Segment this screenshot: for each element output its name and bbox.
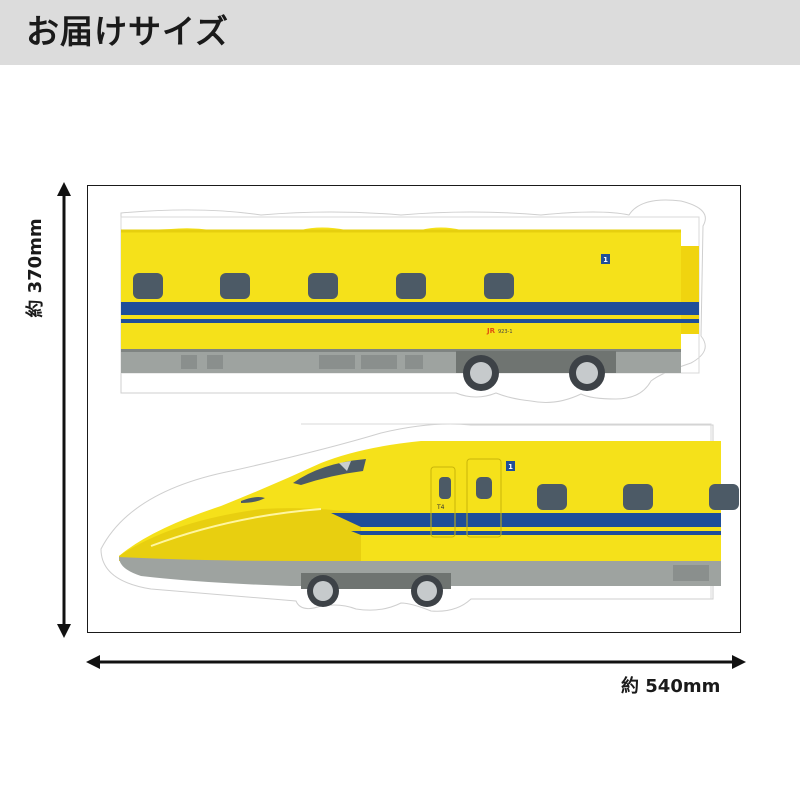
upper-equipment-box xyxy=(207,355,223,369)
height-dimension-arrow xyxy=(57,182,71,638)
lower-window xyxy=(537,484,567,510)
upper-wheel-hub xyxy=(470,362,492,384)
upper-equipment-box xyxy=(405,355,423,369)
page-title: お届けサイズ xyxy=(26,12,230,51)
upper-window xyxy=(396,273,426,299)
upper-equipment-box xyxy=(319,355,355,369)
product-outline-box: 1 JR 923-1 xyxy=(87,185,741,633)
lower-nose-shade xyxy=(119,508,361,561)
lower-door xyxy=(430,466,456,538)
lower-window xyxy=(709,484,739,510)
sticker-illustration: 1 JR 923-1 xyxy=(100,199,739,612)
lower-wheel-hub xyxy=(313,581,333,601)
lower-door-window xyxy=(439,477,451,499)
upper-car-badge-text: 1 xyxy=(603,256,608,264)
lower-equipment-box xyxy=(673,565,709,581)
lower-headlight xyxy=(241,497,265,503)
upper-train-car: 1 JR 923-1 xyxy=(120,199,706,403)
upper-equipment-box xyxy=(181,355,197,369)
upper-wheel-hub xyxy=(576,362,598,384)
lower-underbody xyxy=(119,557,721,586)
lower-stripe-main xyxy=(331,513,721,527)
upper-window xyxy=(308,273,338,299)
lower-car-badge xyxy=(506,461,515,471)
height-dimension-label: 約 370mm xyxy=(25,218,46,318)
header-bar: お届けサイズ xyxy=(0,0,800,65)
lower-car-badge-text: 1 xyxy=(508,463,513,471)
lower-nose-highlight xyxy=(150,508,322,547)
upper-stripe-thin xyxy=(121,319,699,323)
lower-door xyxy=(466,458,502,538)
lower-car-code: T4 xyxy=(436,504,445,511)
upper-car-code: 923-1 xyxy=(498,329,513,335)
lower-window xyxy=(623,484,653,510)
upper-car-badge xyxy=(601,254,610,264)
upper-roof xyxy=(121,227,681,301)
width-dimension-label: 約 540mm xyxy=(621,676,721,697)
upper-equipment-box xyxy=(361,355,397,369)
upper-stripe-main xyxy=(121,302,699,315)
lower-stripe-thin xyxy=(351,531,721,535)
upper-window xyxy=(133,273,163,299)
upper-underbody-shadow xyxy=(121,349,681,352)
upper-window xyxy=(220,273,250,299)
lower-wheel-hub xyxy=(417,581,437,601)
width-dimension-arrow xyxy=(86,655,746,669)
upper-jr-logo: JR xyxy=(486,327,496,335)
upper-window xyxy=(484,273,514,299)
lower-cockpit-glint xyxy=(339,461,351,471)
lower-train-car: T4 1 xyxy=(100,423,739,612)
lower-door-window xyxy=(476,477,492,499)
